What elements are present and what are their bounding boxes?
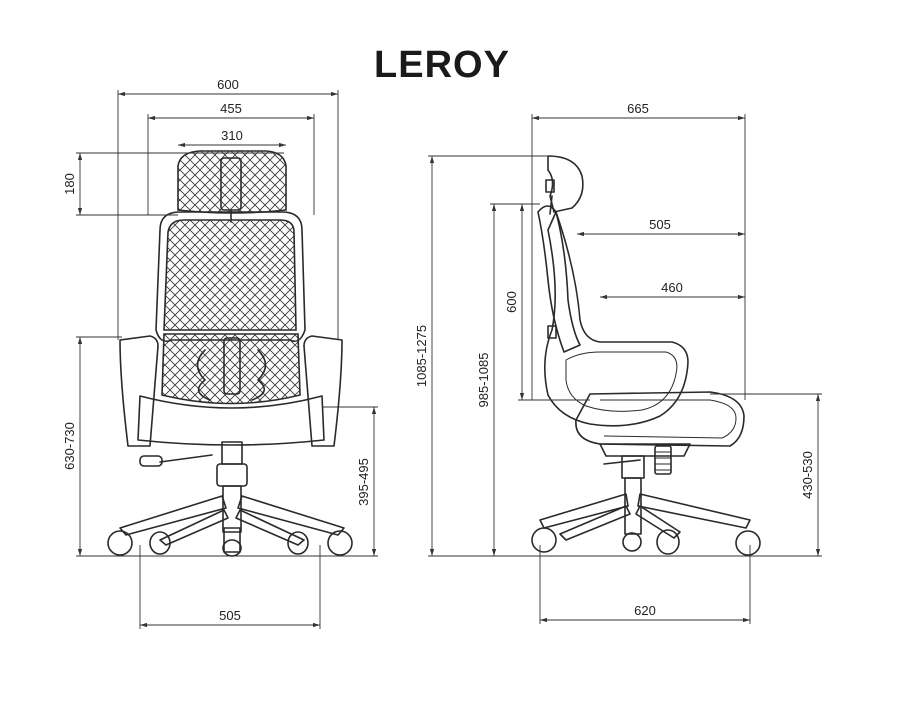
product-title: LEROY bbox=[374, 44, 510, 86]
dim-headrest-width: 310 bbox=[221, 128, 243, 143]
dim-base-depth: 620 bbox=[634, 603, 656, 618]
dim-backrest-depth: 505 bbox=[649, 217, 671, 232]
dim-side-seat-height: 430-530 bbox=[800, 451, 815, 499]
front-view-chair bbox=[107, 150, 353, 557]
dim-backrest-width: 455 bbox=[220, 101, 242, 116]
dim-overall-width: 600 bbox=[217, 77, 239, 92]
dim-front-seat-height: 395-495 bbox=[356, 458, 371, 506]
dim-overall-depth: 665 bbox=[627, 101, 649, 116]
dim-armrest-height: 630-730 bbox=[62, 422, 77, 470]
dim-headrest-height: 180 bbox=[62, 173, 77, 195]
side-dimensions bbox=[428, 114, 822, 624]
front-dimensions bbox=[76, 90, 378, 629]
dim-height-without-headrest: 985-1085 bbox=[476, 353, 491, 408]
dim-base-width: 505 bbox=[219, 608, 241, 623]
dim-overall-height: 1085-1275 bbox=[414, 325, 429, 387]
dim-seat-depth: 460 bbox=[661, 280, 683, 295]
side-view-chair bbox=[531, 155, 761, 556]
dim-backrest-height: 600 bbox=[504, 291, 519, 313]
